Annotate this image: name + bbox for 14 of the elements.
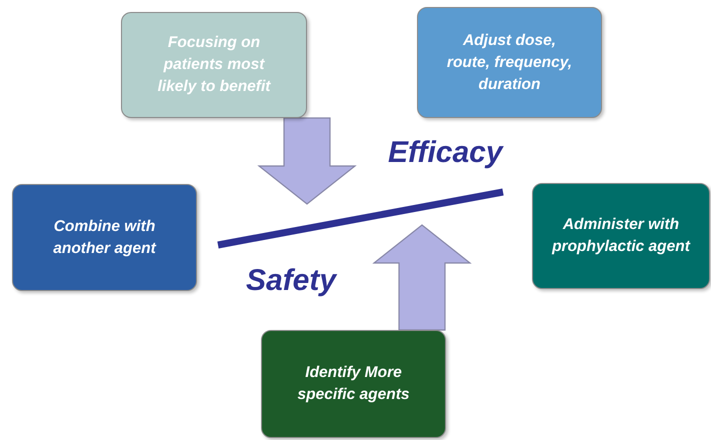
rounded-box bbox=[532, 183, 710, 289]
rounded-box bbox=[261, 330, 446, 438]
rounded-box bbox=[417, 7, 602, 118]
box-text: Focusing on patients most likely to benefit bbox=[156, 33, 272, 97]
block-arrow bbox=[372, 224, 472, 331]
rounded-box bbox=[12, 184, 197, 291]
box-text: Identify More specific agents bbox=[296, 363, 410, 405]
box-text: Adjust dose, route, frequency, duration bbox=[446, 30, 574, 94]
balance-label: Efficacy bbox=[388, 136, 503, 170]
box-text: Administer with prophylactic agent bbox=[551, 215, 691, 257]
block-arrow bbox=[257, 117, 357, 205]
balance-label: Safety bbox=[246, 264, 336, 298]
rounded-box bbox=[121, 12, 307, 118]
box-text: Combine with another agent bbox=[52, 216, 158, 258]
